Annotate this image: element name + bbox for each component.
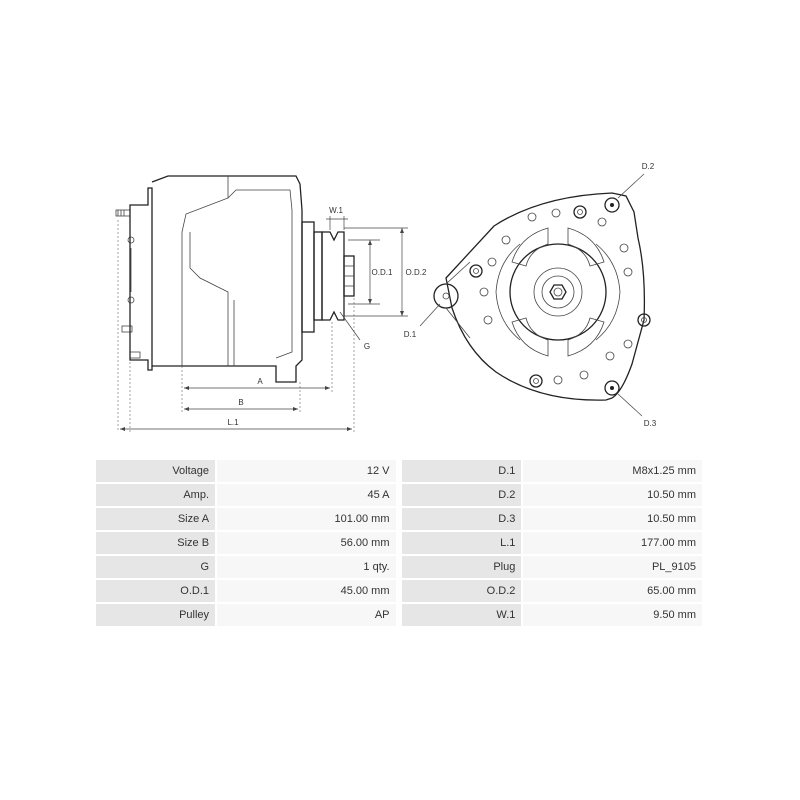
dimension-w1: W.1: [326, 206, 348, 230]
spec-value: 101.00 mm: [217, 508, 396, 530]
spec-value: M8x1.25 mm: [523, 460, 702, 482]
column-divider: [397, 460, 401, 482]
table-row: Size B 56.00 mm L.1 177.00 mm: [96, 532, 702, 554]
column-divider: [397, 556, 401, 578]
spec-label: L.1: [402, 532, 522, 554]
table-row: Pulley AP W.1 9.50 mm: [96, 604, 702, 626]
mounting-hole-d3: [604, 380, 620, 396]
spec-value: 65.00 mm: [523, 580, 702, 602]
spec-value: 177.00 mm: [523, 532, 702, 554]
spec-label: D.2: [402, 484, 522, 506]
dimension-l1: L.1: [120, 418, 352, 431]
spec-label: Size B: [96, 532, 216, 554]
spec-label: O.D.2: [402, 580, 522, 602]
dim-b-label: B: [238, 398, 243, 407]
dimension-b: B: [184, 398, 298, 411]
d1-label: D.1: [404, 330, 417, 339]
d3-label: D.3: [644, 419, 657, 428]
spec-label: Size A: [96, 508, 216, 530]
dimension-g: G: [339, 311, 370, 351]
dimension-a: A: [184, 377, 330, 390]
table-row: Amp. 45 A D.2 10.50 mm: [96, 484, 702, 506]
rear-studs: [115, 209, 141, 359]
spec-value: 45.00 mm: [217, 580, 396, 602]
front-bracket-outline: [445, 192, 646, 401]
housing: [151, 175, 303, 383]
dim-a-label: A: [257, 377, 263, 386]
spec-label: W.1: [402, 604, 522, 626]
column-divider: [397, 508, 401, 530]
spec-value: 10.50 mm: [523, 484, 702, 506]
table-row: O.D.1 45.00 mm O.D.2 65.00 mm: [96, 580, 702, 602]
spec-value: AP: [217, 604, 396, 626]
spec-value: 1 qty.: [217, 556, 396, 578]
spec-label: Voltage: [96, 460, 216, 482]
dim-g-label: G: [364, 342, 370, 351]
spec-value: 12 V: [217, 460, 396, 482]
table-row: Voltage 12 V D.1 M8x1.25 mm: [96, 460, 702, 482]
spec-value: PL_9105: [523, 556, 702, 578]
dim-od1-label: O.D.1: [372, 268, 393, 277]
spec-label: G: [96, 556, 216, 578]
spec-label: O.D.1: [96, 580, 216, 602]
center-nut: [549, 284, 567, 300]
column-divider: [397, 604, 401, 626]
table-row: G 1 qty. Plug PL_9105: [96, 556, 702, 578]
vent-holes: [479, 208, 633, 385]
column-divider: [397, 484, 401, 506]
dim-w1-label: W.1: [329, 206, 343, 215]
spec-label: Plug: [402, 556, 522, 578]
spec-value: 10.50 mm: [523, 508, 702, 530]
column-divider: [397, 532, 401, 554]
alternator-front-view: D.1 D.2 D.3: [404, 162, 657, 428]
dimension-od1: O.D.1: [348, 239, 393, 305]
spec-label: Pulley: [96, 604, 216, 626]
table-row: Size A 101.00 mm D.3 10.50 mm: [96, 508, 702, 530]
spec-label: Amp.: [96, 484, 216, 506]
front-flange: [301, 221, 315, 333]
spec-value: 45 A: [217, 484, 396, 506]
spec-label: D.3: [402, 508, 522, 530]
spec-label: D.1: [402, 460, 522, 482]
mounting-ear-d1: [433, 261, 471, 339]
alternator-side-view: A B L.1 W.1 O.D.1: [115, 175, 427, 432]
mounting-hole-d2: [604, 197, 620, 213]
column-divider: [397, 580, 401, 602]
dim-od2-label: O.D.2: [406, 268, 427, 277]
pulley: [321, 231, 355, 321]
alternator-technical-drawing: A B L.1 W.1 O.D.1: [115, 162, 657, 432]
dim-l1-label: L.1: [227, 418, 239, 427]
d2-label: D.2: [642, 162, 655, 171]
specifications-table: Voltage 12 V D.1 M8x1.25 mm Amp. 45 A D.…: [94, 458, 704, 628]
spec-value: 9.50 mm: [523, 604, 702, 626]
rear-cover: [129, 187, 153, 371]
spec-value: 56.00 mm: [217, 532, 396, 554]
dimension-od2: O.D.2: [344, 227, 427, 317]
mounting-bolts: [469, 205, 651, 388]
